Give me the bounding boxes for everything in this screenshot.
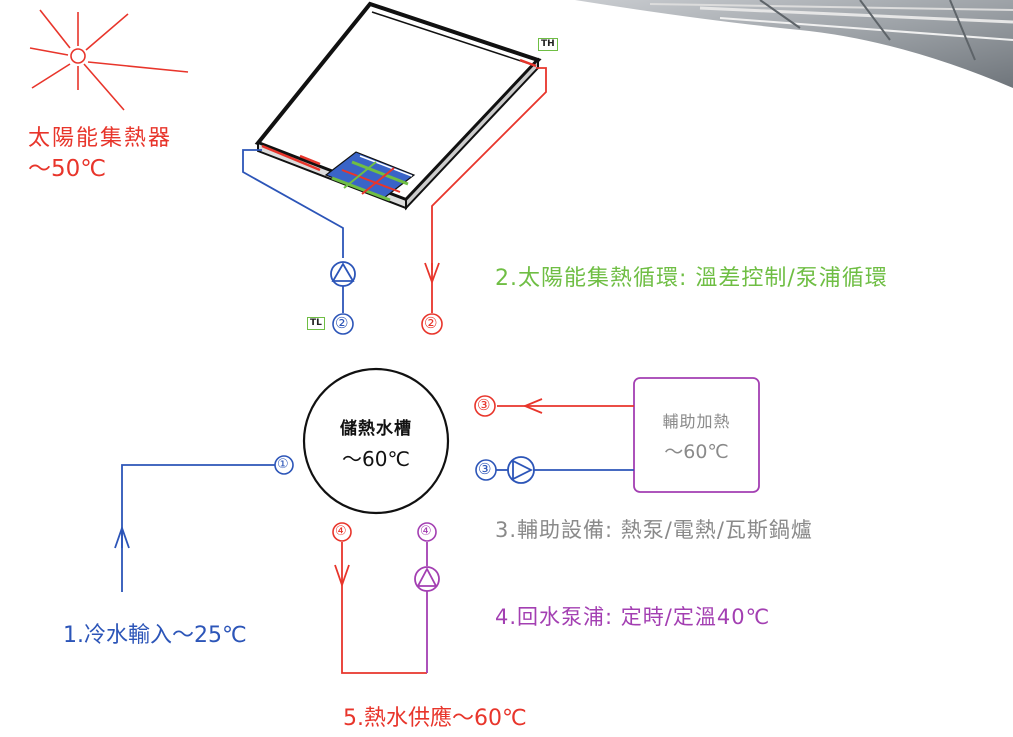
tank-temp: ～60℃ bbox=[342, 447, 410, 471]
aux-cold-pipe bbox=[496, 456, 634, 484]
legend-item-5: 5.熱水供應～60℃ bbox=[343, 706, 527, 731]
port-3-cold-label: ③ bbox=[478, 460, 492, 478]
aux-heater-box bbox=[633, 377, 760, 493]
port-4-return-label: ④ bbox=[420, 524, 432, 539]
aux-hot-pipe bbox=[497, 398, 634, 414]
sensor-low-tag: TL bbox=[307, 317, 325, 330]
sensor-high-tag: TH bbox=[538, 38, 558, 51]
port-1-label: ① bbox=[277, 457, 289, 472]
solar-hot-pipe bbox=[424, 67, 547, 313]
legend-item-4: 4.回水泵浦: 定時/定溫40℃ bbox=[495, 605, 771, 629]
aux-title: 輔助加熱 bbox=[662, 412, 731, 431]
legend-item-1: 1.冷水輸入～25℃ bbox=[63, 623, 247, 648]
hot-supply-pipe bbox=[334, 542, 440, 674]
collector-temp: ～50℃ bbox=[28, 156, 107, 182]
collector-title: 太陽能集熱器 bbox=[28, 126, 173, 151]
port-2-cold-label: ② bbox=[335, 314, 349, 332]
cold-inlet-pipe bbox=[114, 464, 275, 592]
port-3-hot-label: ③ bbox=[477, 396, 491, 414]
aux-temp: ～60℃ bbox=[664, 441, 729, 463]
tank-title: 儲熱水槽 bbox=[340, 419, 412, 439]
legend-item-3: 3.輔助設備: 熱泵/電熱/瓦斯鍋爐 bbox=[495, 518, 813, 542]
sun-icon bbox=[29, 9, 189, 111]
port-2-hot-label: ② bbox=[424, 314, 438, 332]
storage-tank bbox=[302, 367, 450, 515]
port-4-hot-label: ④ bbox=[335, 524, 347, 539]
solar-cold-pipe bbox=[242, 149, 356, 313]
solar-collector-panel bbox=[254, 1, 542, 211]
background-photo-corner bbox=[575, 0, 1013, 88]
legend-item-2: 2.太陽能集熱循環: 溫差控制/泵浦循環 bbox=[495, 266, 888, 291]
